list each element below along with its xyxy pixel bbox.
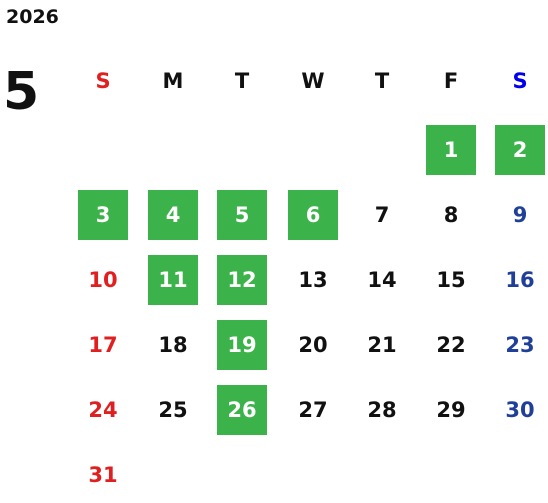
weekday-header-fri: F [443,69,459,93]
day-cell-27[interactable]: 27 [298,398,328,422]
weekday-header-thu: T [374,69,390,93]
day-cell-19[interactable]: 19 [217,320,267,370]
day-cell-14[interactable]: 14 [367,268,397,292]
day-cell-3[interactable]: 3 [78,190,128,240]
day-cell-17[interactable]: 17 [88,333,118,357]
day-cell-7[interactable]: 7 [374,203,390,227]
day-cell-26[interactable]: 26 [217,385,267,435]
weekday-header-sat: S [512,69,528,93]
day-cell-11[interactable]: 11 [148,255,198,305]
day-cell-15[interactable]: 15 [436,268,466,292]
day-cell-21[interactable]: 21 [367,333,397,357]
day-cell-20[interactable]: 20 [298,333,328,357]
day-cell-18[interactable]: 18 [158,333,188,357]
weekday-header-mon: M [162,69,184,93]
day-cell-8[interactable]: 8 [443,203,459,227]
day-cell-30[interactable]: 30 [505,398,535,422]
weekday-header-tue: T [234,69,250,93]
day-cell-29[interactable]: 29 [436,398,466,422]
year-label: 2026 [6,6,59,28]
day-cell-12[interactable]: 12 [217,255,267,305]
weekday-header-sun: S [95,69,111,93]
day-cell-10[interactable]: 10 [88,268,118,292]
day-cell-9[interactable]: 9 [512,203,528,227]
day-cell-1[interactable]: 1 [426,125,476,175]
month-number: 5 [3,62,40,122]
day-cell-2[interactable]: 2 [495,125,545,175]
day-cell-22[interactable]: 22 [436,333,466,357]
day-cell-16[interactable]: 16 [505,268,535,292]
day-cell-13[interactable]: 13 [298,268,328,292]
day-cell-25[interactable]: 25 [158,398,188,422]
day-cell-28[interactable]: 28 [367,398,397,422]
weekday-header-wed: W [301,69,325,93]
day-cell-24[interactable]: 24 [88,398,118,422]
day-cell-4[interactable]: 4 [148,190,198,240]
day-cell-23[interactable]: 23 [505,333,535,357]
day-cell-6[interactable]: 6 [288,190,338,240]
day-cell-31[interactable]: 31 [88,463,118,487]
day-cell-5[interactable]: 5 [217,190,267,240]
